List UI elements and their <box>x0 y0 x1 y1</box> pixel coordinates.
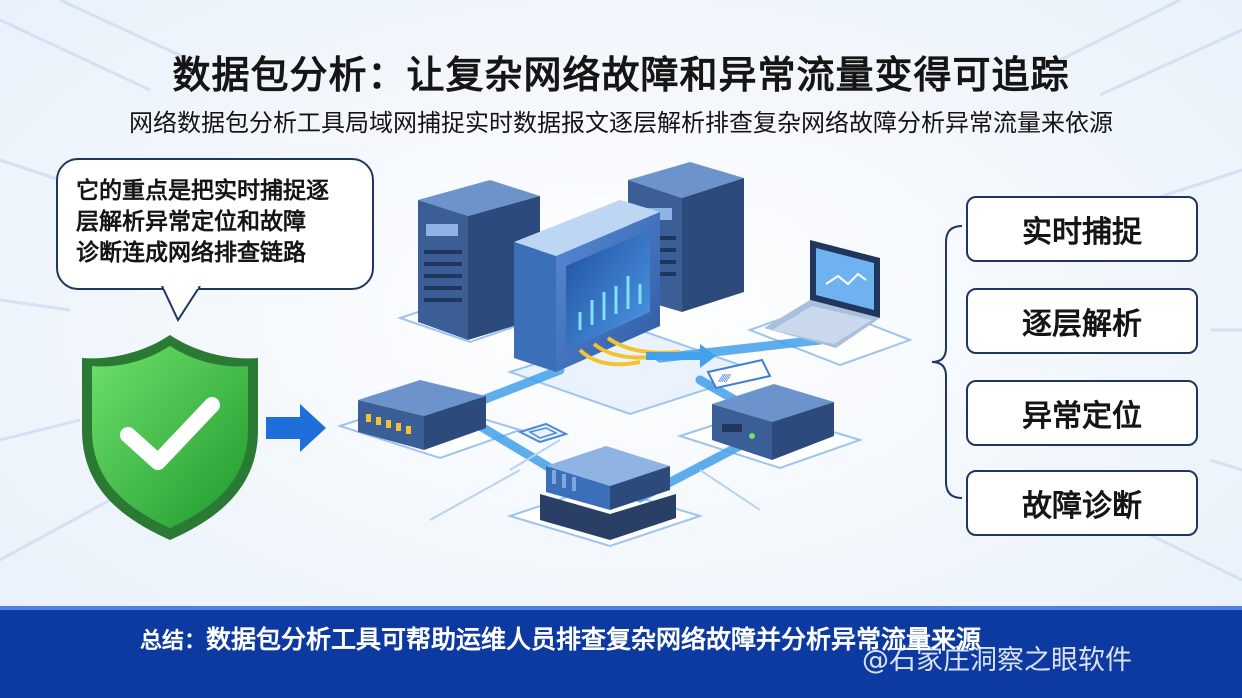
summary-body: 数据包分析工具可帮助运维人员排查复杂网络故障并分析异常流量来源 <box>206 625 982 654</box>
svg-text:⁄⁄⁄⁄⁄: ⁄⁄⁄⁄⁄ <box>717 372 731 385</box>
summary-bar-stripe <box>0 606 1242 610</box>
callout-bubble: 它的重点是把实时捕捉逐 层解析异常定位和故障 诊断连成网络排查链路 <box>56 158 374 290</box>
packet-icon: ⁄⁄⁄⁄⁄ <box>706 358 772 390</box>
feature-bracket <box>931 225 963 499</box>
summary-text: 总结：数据包分析工具可帮助运维人员排查复杂网络故障并分析异常流量来源 <box>140 620 981 656</box>
callout-tail <box>161 286 201 322</box>
laptop-icon <box>764 240 880 348</box>
switch-icon <box>358 380 486 450</box>
callout-line-2: 层解析异常定位和故障 <box>76 209 306 235</box>
feature-realtime-capture: 实时捕捉 <box>966 196 1198 262</box>
grid-chip-icon <box>517 422 569 444</box>
callout-line-1: 它的重点是把实时捕捉逐 <box>76 178 329 204</box>
watermark: @石家庄洞察之眼软件 <box>862 645 1132 676</box>
feature-anomaly-location: 异常定位 <box>966 380 1198 446</box>
feature-fault-diagnosis: 故障诊断 <box>966 470 1198 536</box>
callout-line-3: 诊断连成网络排查链路 <box>76 240 306 266</box>
feature-layer-parsing: 逐层解析 <box>966 288 1198 354</box>
monitor-icon <box>514 200 716 372</box>
shield-check-icon <box>82 335 258 540</box>
page-title: 数据包分析：让复杂网络故障和异常流量变得可追踪 <box>172 53 1070 97</box>
switch-icon <box>712 384 834 460</box>
arrow-right-icon <box>266 404 326 452</box>
router-icon <box>540 446 676 540</box>
page-subtitle: 网络数据包分析工具局域网捕捉实时数据报文逐层解析排查复杂网络故障分析异常流量来依… <box>129 109 1113 137</box>
summary-bar <box>0 606 1242 698</box>
summary-prefix: 总结： <box>140 629 207 654</box>
